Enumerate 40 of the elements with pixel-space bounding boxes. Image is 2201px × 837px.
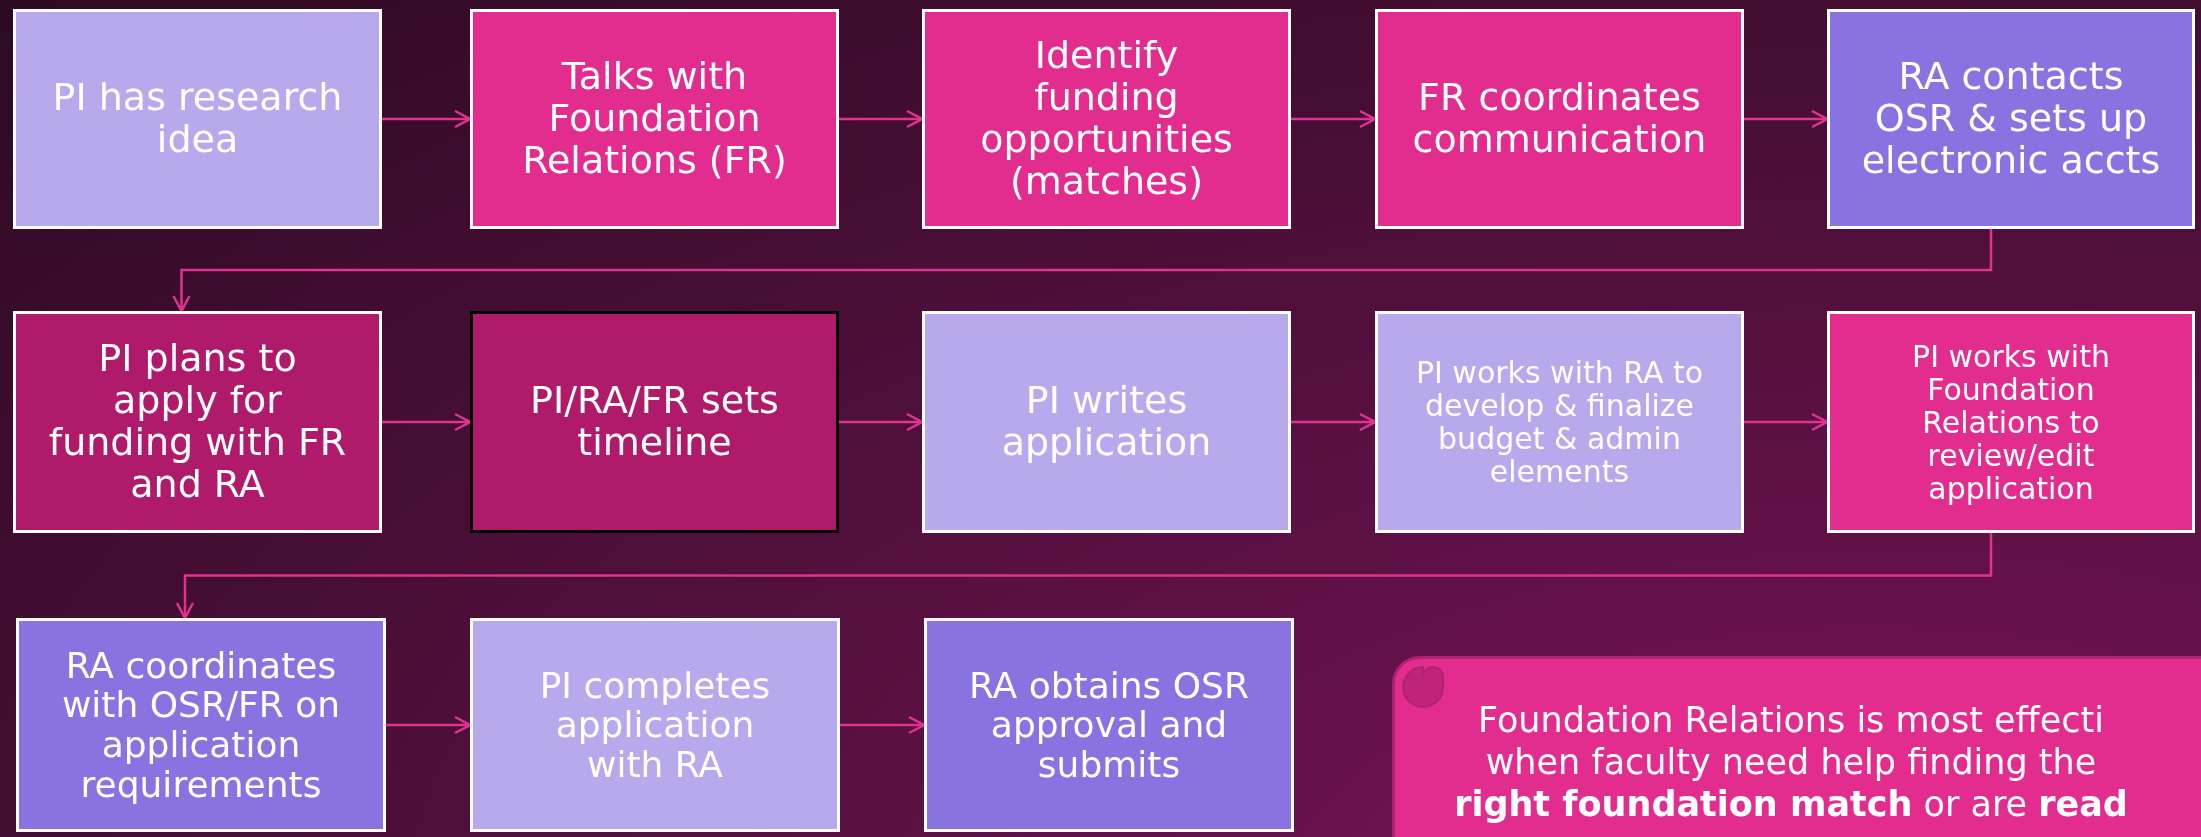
process-box: [470, 311, 839, 533]
step-text: PI writes application: [1000, 380, 1213, 464]
step-text: PI completes application with RA: [538, 665, 772, 785]
step-text: PI/RA/FR sets timeline: [529, 380, 780, 464]
step-text: RA coordinates with OSR/FR on application requirements: [60, 645, 342, 805]
arrow: [840, 715, 926, 735]
process-box: [13, 9, 382, 229]
process-box: [922, 311, 1291, 533]
step-text: FR coordinates communication: [1411, 77, 1708, 161]
scroll-banner: [1392, 656, 2201, 837]
process-box: [16, 618, 386, 832]
step-text: Talks with Foundation Relations (FR): [521, 56, 788, 182]
arrow: [382, 412, 472, 432]
arrow: [1744, 109, 1829, 129]
arrow: [839, 109, 924, 129]
step-text: PI works with RA to develop & finalize budget & admin elements: [1414, 356, 1705, 488]
arrow: [1291, 109, 1377, 129]
note-text: Foundation Relations is most effecti when faculty need help finding the right foundation match or are read: [1453, 699, 2129, 825]
process-box: [470, 9, 839, 229]
process-box: [1375, 311, 1744, 533]
arrow: [386, 715, 472, 735]
arrow: [1291, 412, 1377, 432]
process-box: [470, 618, 840, 832]
arrow: [1744, 412, 1829, 432]
process-box: [922, 9, 1291, 229]
step-text: Identify funding opportunities (matches): [979, 35, 1234, 203]
process-box: [924, 618, 1294, 832]
process-box: [1827, 9, 2195, 229]
arrow: [175, 533, 1993, 620]
arrow: [172, 229, 1993, 313]
arrow: [839, 412, 924, 432]
step-text: PI plans to apply for funding with FR and RA: [47, 338, 348, 506]
process-box: [1375, 9, 1744, 229]
arrow: [382, 109, 472, 129]
process-box: [1827, 311, 2195, 533]
process-box: [13, 311, 382, 533]
step-text: RA contacts OSR & sets up electronic accts: [1861, 56, 2161, 182]
step-text: PI works with Foundation Relations to review/edit application: [1911, 339, 2111, 505]
step-text: PI has research idea: [51, 77, 344, 161]
step-text: RA obtains OSR approval and submits: [968, 665, 1250, 785]
